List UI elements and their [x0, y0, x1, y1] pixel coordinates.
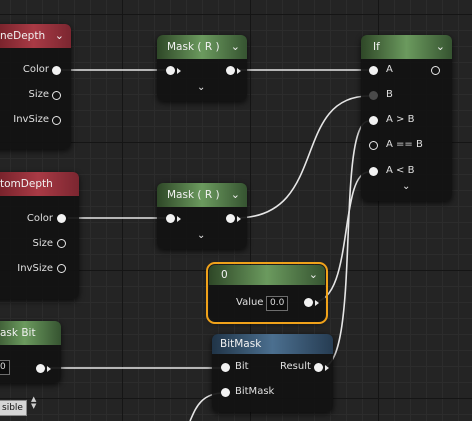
constant-header[interactable]: 0 ⌄ — [209, 265, 325, 285]
mask-r-node-top[interactable]: Mask ( R ) ⌄ ⌄ — [157, 35, 247, 101]
mask-r-node-bottom[interactable]: Mask ( R ) ⌄ ⌄ — [157, 183, 247, 249]
bitmask-bitmask-label: BitMask — [235, 386, 275, 397]
mask-top-input-arrow — [177, 68, 181, 74]
bitmask-bit-label: Bit — [235, 361, 249, 372]
scene-depth-color-label: Color — [22, 64, 49, 75]
bitmask-bit-pin[interactable] — [221, 363, 230, 372]
visible-toggle-tag[interactable]: sible — [0, 400, 27, 416]
scene-depth-color-pin[interactable] — [52, 66, 61, 75]
constant-output-arrow — [315, 300, 319, 306]
custom-depth-title: tomDepth — [0, 178, 53, 190]
mask-top-header[interactable]: Mask ( R ) ⌄ — [157, 35, 247, 59]
if-a-gt-b-label: A > B — [386, 114, 415, 125]
constant-value-field[interactable]: 0.0 — [266, 296, 289, 311]
mask-bit-node[interactable]: ask Bit 0 — [0, 321, 61, 383]
chevron-down-icon[interactable]: ⌄ — [230, 188, 240, 201]
if-node[interactable]: If ⌄ A B A > B A == B A < B ⌄ — [361, 35, 452, 201]
constant-value-label: Value — [236, 297, 264, 308]
mask-top-output-arrow — [237, 68, 241, 74]
scene-depth-node[interactable]: neDepth ⌄ Color Size InvSize — [0, 24, 71, 149]
mask-bit-output-pin[interactable] — [36, 364, 45, 373]
chevron-down-icon[interactable]: ⌄ — [308, 268, 318, 281]
mask-bit-header[interactable]: ask Bit — [0, 321, 61, 345]
bitmask-result-label: Result — [280, 361, 311, 372]
scene-depth-header[interactable]: neDepth ⌄ — [0, 24, 71, 48]
chevron-down-icon[interactable]: ⌄ — [54, 29, 64, 42]
mask-bottom-output-pin[interactable] — [226, 214, 235, 223]
bitmask-title: BitMask — [220, 338, 262, 350]
wire-bitmask-to-if-gt — [321, 120, 370, 368]
if-a-gt-b-pin[interactable] — [369, 116, 378, 125]
if-b-label: B — [386, 89, 393, 100]
custom-depth-header[interactable]: tomDepth — [0, 172, 79, 196]
if-a-lt-b-label: A < B — [386, 165, 415, 176]
custom-depth-node[interactable]: tomDepth Color Size InvSize — [0, 172, 79, 299]
custom-depth-invsize-pin[interactable] — [57, 264, 66, 273]
scene-depth-size-pin[interactable] — [52, 91, 61, 100]
chevron-down-icon[interactable]: ⌄ — [230, 40, 240, 53]
scene-depth-invsize-label: InvSize — [13, 114, 49, 125]
constant-output-pin[interactable] — [304, 298, 313, 307]
bitmask-result-arrow — [325, 365, 329, 371]
mask-bottom-input-arrow — [177, 216, 181, 222]
if-title: If — [373, 41, 380, 53]
if-a-lt-b-pin[interactable] — [369, 167, 378, 176]
custom-depth-color-pin[interactable] — [57, 214, 66, 223]
mask-top-title: Mask ( R ) — [167, 41, 220, 53]
if-a-eq-b-label: A == B — [386, 139, 423, 150]
mask-bottom-output-arrow — [237, 216, 241, 222]
custom-depth-color-label: Color — [26, 213, 53, 224]
mask-top-input-pin[interactable] — [166, 66, 175, 75]
mask-bottom-input-pin[interactable] — [166, 214, 175, 223]
mask-top-output-pin[interactable] — [226, 66, 235, 75]
if-b-pin[interactable] — [369, 91, 378, 100]
if-a-eq-b-pin[interactable] — [369, 141, 378, 150]
scene-depth-size-label: Size — [28, 89, 49, 100]
bitmask-bitmask-pin[interactable] — [221, 388, 230, 397]
mask-bit-value-field[interactable]: 0 — [0, 360, 10, 375]
chevron-down-icon[interactable]: ⌄ — [197, 82, 206, 93]
collapse-arrows-icon[interactable]: ▲▼ — [31, 395, 37, 410]
constant-node[interactable]: 0 ⌄ Value 0.0 — [206, 262, 328, 324]
constant-title: 0 — [221, 269, 228, 281]
mask-bottom-title: Mask ( R ) — [167, 189, 220, 201]
chevron-down-icon[interactable]: ⌄ — [435, 40, 445, 53]
scene-depth-title: neDepth — [0, 30, 46, 42]
custom-depth-invsize-label: InvSize — [17, 263, 53, 274]
if-output-pin[interactable] — [431, 66, 440, 75]
mask-bit-title: ask Bit — [0, 327, 36, 339]
bitmask-result-pin[interactable] — [314, 363, 323, 372]
scene-depth-invsize-pin[interactable] — [52, 116, 61, 125]
chevron-down-icon[interactable]: ⌄ — [402, 181, 411, 192]
custom-depth-size-label: Size — [32, 238, 53, 249]
wire-mask-to-if-b — [235, 95, 370, 219]
chevron-down-icon[interactable]: ⌄ — [197, 230, 206, 241]
if-header[interactable]: If ⌄ — [361, 35, 452, 59]
if-a-pin[interactable] — [369, 66, 378, 75]
mask-bottom-header[interactable]: Mask ( R ) ⌄ — [157, 183, 247, 207]
if-a-label: A — [386, 64, 393, 75]
mask-bit-output-arrow — [47, 366, 51, 372]
bitmask-header[interactable]: BitMask — [212, 334, 333, 354]
custom-depth-size-pin[interactable] — [57, 239, 66, 248]
bitmask-node[interactable]: BitMask Bit Result BitMask — [212, 334, 333, 412]
wire-const-to-if-lt — [312, 171, 370, 303]
